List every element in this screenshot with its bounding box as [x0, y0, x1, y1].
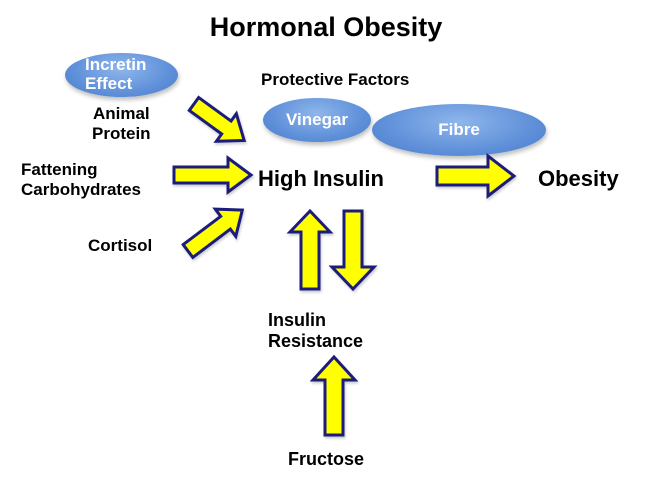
animal-protein-line2: Protein — [92, 123, 151, 143]
protective-factors-label: Protective Factors — [261, 70, 410, 89]
insulin-resistance-line2: Resistance — [268, 330, 364, 351]
incretin-line1: Incretin — [85, 55, 147, 75]
arrow-fructose-to-insulin-resistance — [309, 354, 359, 437]
high-insulin-node: High Insulin — [258, 166, 384, 191]
fibre-ellipse: Fibre — [372, 104, 546, 156]
arrow-animal-protein-to-high-insulin — [187, 95, 247, 143]
fattening-carbs-line1: Fattening — [21, 160, 98, 179]
cortisol-label: Cortisol — [88, 236, 153, 255]
vinegar-label: Vinegar — [285, 109, 349, 129]
arrow-high-insulin-to-obesity — [435, 152, 517, 200]
incretin-effect-ellipse: Incretin Effect — [65, 53, 178, 97]
insulin-resistance-line1: Insulin — [268, 310, 326, 330]
arrow-insulin-resistance-to-high-insulin — [286, 208, 334, 291]
fibre-label: Fibre — [438, 119, 480, 139]
insulin-resistance-node: Insulin Resistance — [268, 310, 363, 351]
incretin-line2: Effect — [85, 74, 133, 93]
obesity-node: Obesity — [538, 166, 619, 191]
arrow-cortisol-to-high-insulin — [181, 207, 245, 260]
arrow-high-insulin-to-insulin-resistance — [328, 209, 378, 292]
animal-protein-label: Animal Protein — [92, 104, 151, 143]
fructose-label: Fructose — [288, 449, 365, 469]
animal-protein-line1: Animal — [92, 104, 150, 123]
diagram-title: Hormonal Obesity — [209, 12, 443, 42]
arrow-fattening-carbs-to-high-insulin — [172, 155, 254, 195]
vinegar-ellipse: Vinegar — [263, 98, 371, 142]
fattening-carbohydrates-label: Fattening Carbohydrates — [21, 160, 141, 199]
fattening-carbs-line2: Carbohydrates — [21, 179, 141, 199]
